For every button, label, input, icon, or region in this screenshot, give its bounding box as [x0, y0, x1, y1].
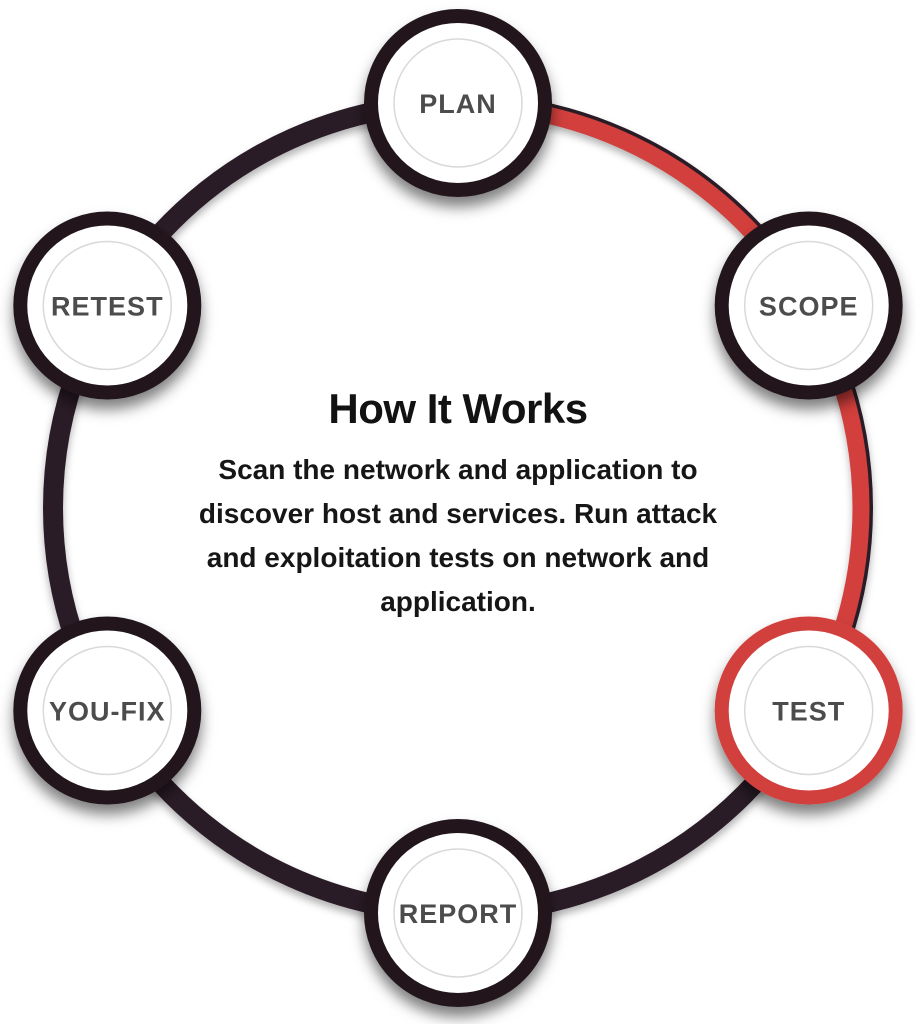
step-inner-ring — [743, 645, 874, 776]
step-label-scope: SCOPE — [759, 292, 859, 322]
center-text-block: How It Works Scan the network and applic… — [148, 385, 768, 624]
step-node-retest[interactable]: RETEST — [13, 211, 202, 400]
step-circle — [13, 616, 202, 805]
step-label-retest: RETEST — [51, 292, 164, 322]
step-inner-ring — [42, 645, 173, 776]
diagram-title: How It Works — [328, 385, 588, 432]
step-node-scope[interactable]: SCOPE — [714, 211, 903, 400]
diagram-description: Scan the network and application to disc… — [198, 454, 718, 618]
step-circle — [364, 819, 552, 1007]
step-label-plan: PLAN — [419, 89, 497, 119]
step-circle — [13, 211, 202, 400]
step-label-report: REPORT — [399, 899, 518, 929]
step-circle — [714, 211, 903, 400]
step-inner-ring — [393, 848, 523, 978]
step-inner-ring — [743, 240, 874, 371]
step-label-you-fix: YOU-FIX — [49, 697, 166, 727]
step-node-you-fix[interactable]: YOU-FIX — [13, 616, 202, 805]
step-circle — [364, 9, 552, 197]
step-inner-ring — [393, 38, 523, 168]
step-inner-ring — [42, 240, 173, 371]
step-circle — [714, 616, 903, 805]
step-node-report[interactable]: REPORT — [364, 819, 552, 1007]
step-node-plan[interactable]: PLAN — [364, 9, 552, 197]
step-label-test: TEST — [772, 697, 845, 727]
step-node-test[interactable]: TEST — [714, 616, 903, 805]
